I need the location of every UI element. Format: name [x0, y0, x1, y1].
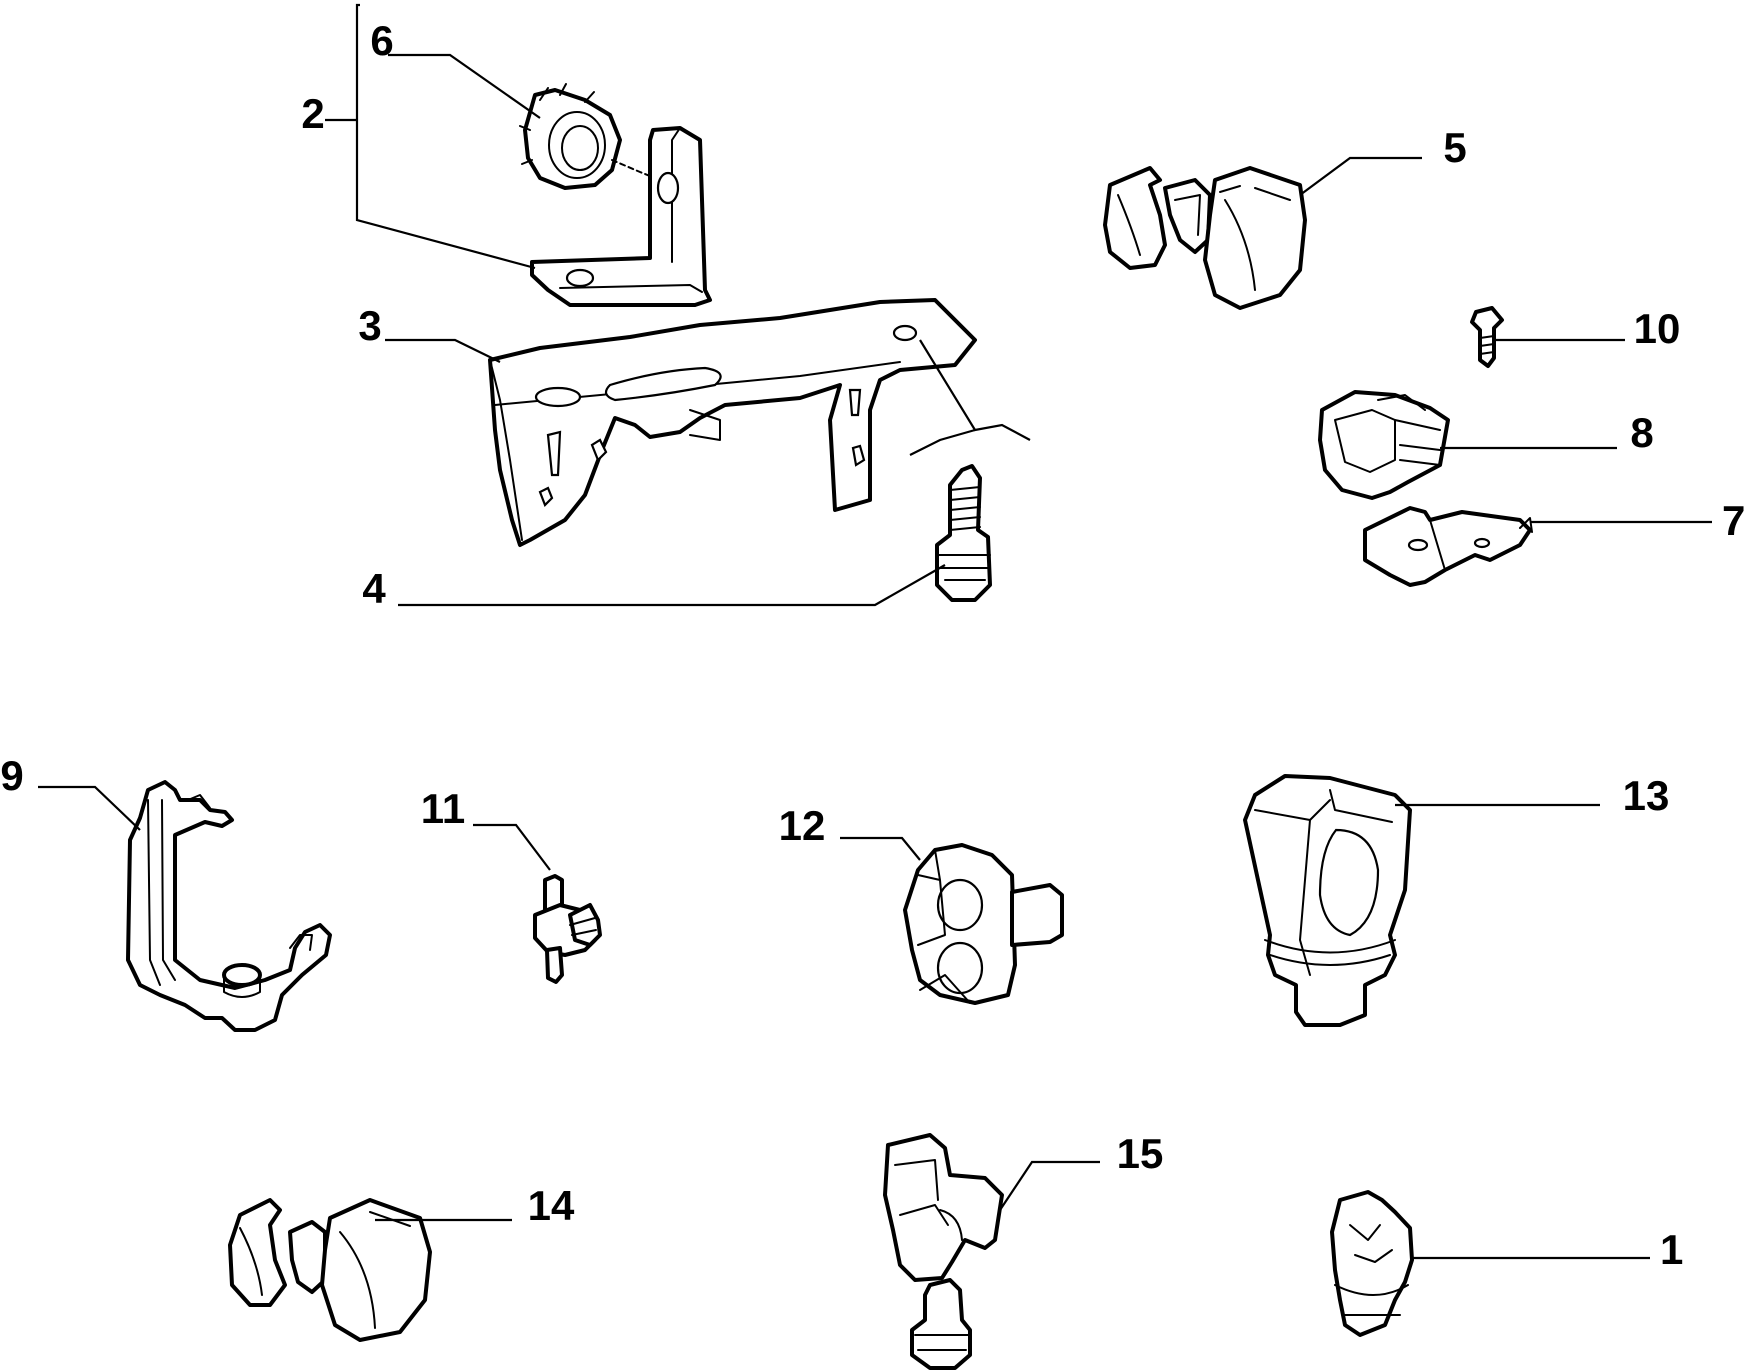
leader-11	[473, 823, 551, 871]
callout-13: 13	[1623, 772, 1670, 819]
callout-3: 3	[358, 302, 381, 349]
callout-15: 15	[1117, 1130, 1164, 1177]
leader-lines	[38, 3, 1712, 1260]
part-15-push-pin-clip	[883, 1133, 1004, 1370]
part-9-bracket-clip	[126, 780, 332, 1032]
leader-15	[999, 1160, 1100, 1211]
callout-8: 8	[1630, 409, 1653, 456]
callout-4: 4	[362, 565, 386, 612]
part-13-large-clip	[1243, 774, 1412, 1027]
part-14-double-clip	[228, 1198, 432, 1342]
leader-5	[1299, 156, 1422, 196]
part-2-l-bracket	[530, 126, 712, 307]
part-8-saddle-clip	[1318, 390, 1450, 500]
leader-4	[398, 564, 946, 607]
leader-6	[388, 53, 541, 119]
part-3-main-bracket	[488, 298, 977, 547]
part-7-plate	[1363, 506, 1533, 587]
part-4-stud-bolt	[935, 464, 992, 602]
callout-5: 5	[1443, 124, 1466, 171]
part-12-cable-clamp	[903, 843, 1064, 1005]
callout-1: 1	[1660, 1226, 1683, 1273]
part-11-pin-connector	[533, 874, 602, 984]
callout-10: 10	[1634, 305, 1681, 352]
callout-12: 12	[779, 802, 826, 849]
leader-9	[38, 785, 141, 831]
callout-labels: 1 2 3 4 5 6 7 8 9 10 11 12 13 14 15	[0, 17, 1745, 1273]
callout-11: 11	[421, 785, 465, 832]
part-6-grommet	[519, 83, 661, 190]
part-10-bolt	[1470, 306, 1504, 368]
callout-9: 9	[0, 752, 23, 799]
callout-2: 2	[301, 90, 324, 137]
leader-2	[355, 3, 536, 270]
leader-12	[840, 836, 921, 861]
callout-14: 14	[528, 1182, 575, 1229]
callout-6: 6	[370, 17, 393, 64]
leader-3	[385, 338, 501, 363]
callout-7: 7	[1722, 497, 1745, 544]
part-5-double-clip	[1103, 166, 1307, 310]
part-1-push-clip	[1330, 1190, 1414, 1337]
